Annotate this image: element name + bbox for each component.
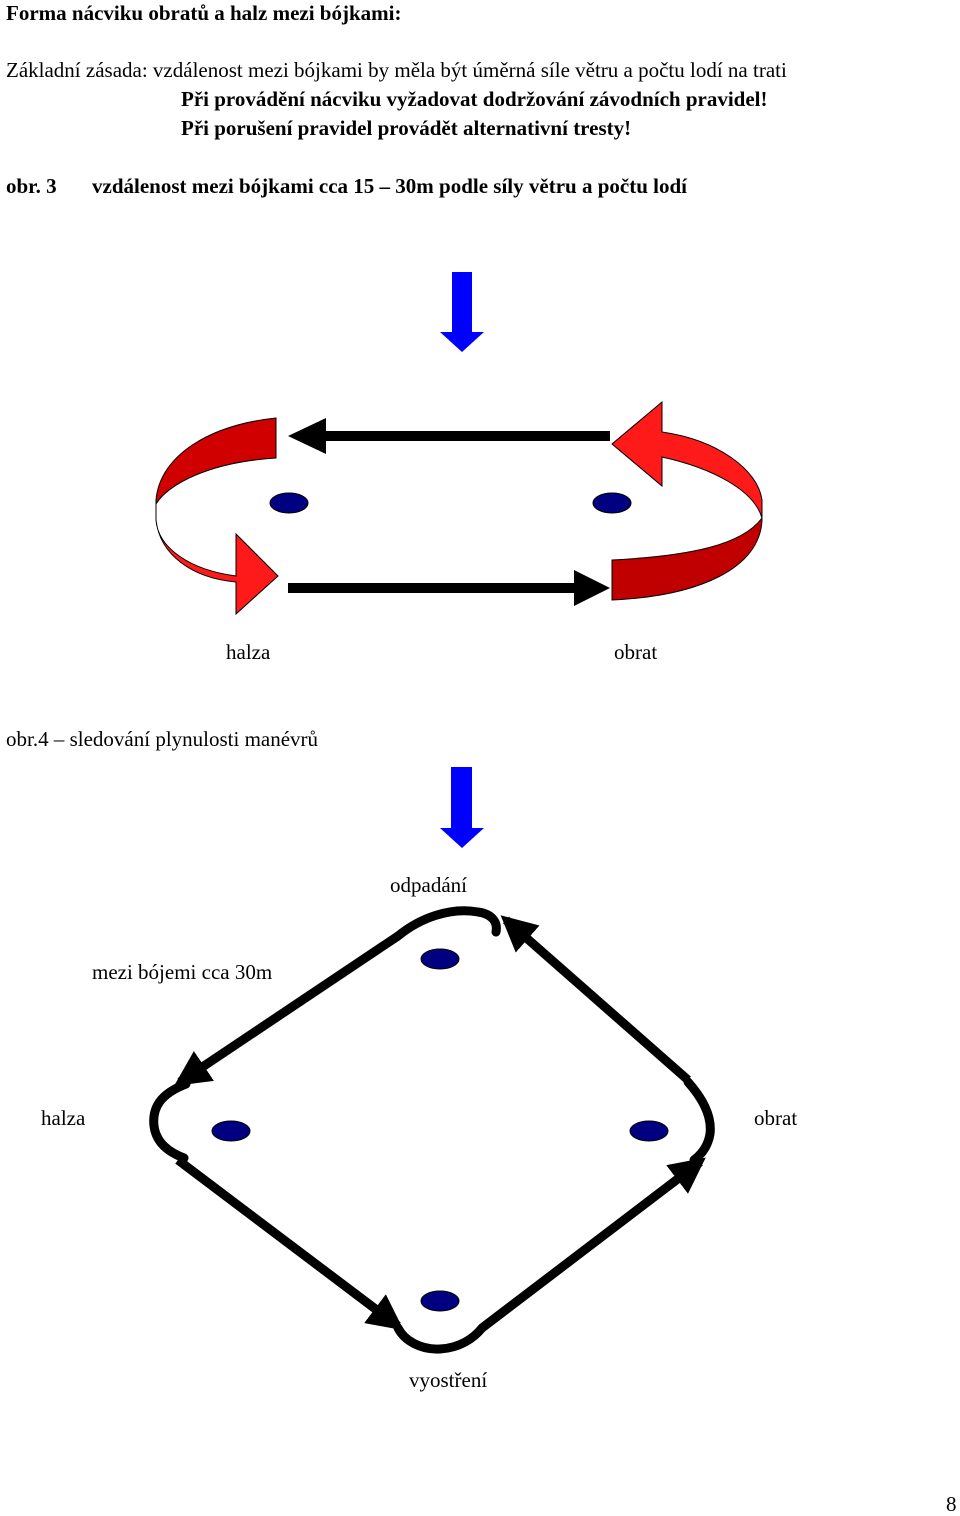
wind-arrow-icon xyxy=(440,767,484,848)
buoy-icon xyxy=(211,1120,251,1142)
leg-right-to-top-arrow xyxy=(500,915,691,1084)
figure4-gybe-label: halza xyxy=(41,1106,86,1130)
page-number: 8 xyxy=(946,1492,957,1516)
gybe-turn-arrow xyxy=(155,417,279,616)
bear-away-loop xyxy=(393,906,501,941)
head-up-loop xyxy=(393,1323,487,1354)
wind-arrow-icon xyxy=(440,272,484,352)
tack-loop xyxy=(683,1077,715,1165)
figure4-diagram xyxy=(149,767,715,1354)
figure3-diagram xyxy=(155,272,763,616)
buoy-icon xyxy=(592,492,632,514)
leg-left-to-bottom-arrow xyxy=(175,1156,404,1331)
gybe-loop xyxy=(149,1079,191,1163)
figure4-caption: obr.4 – sledování plynulosti manévrů xyxy=(6,727,319,751)
figure3-label: obr. 3 xyxy=(6,174,57,198)
intro-alternative-penalties: Při porušení pravidel provádět alternati… xyxy=(181,116,632,140)
leg-top-to-left-arrow xyxy=(174,932,401,1087)
buoy-icon xyxy=(269,492,309,514)
figure4-bear-away-label: odpadání xyxy=(390,873,467,897)
figure4-head-up-label: vyostření xyxy=(409,1368,488,1392)
buoy-icon xyxy=(420,1290,460,1312)
figure3-caption: vzdálenost mezi bójkami cca 15 – 30m pod… xyxy=(92,174,687,198)
tack-turn-arrow xyxy=(611,400,763,601)
leg-downwind-arrow xyxy=(288,570,610,606)
figure3-tack-label: obrat xyxy=(614,640,658,664)
figure4-tack-label: obrat xyxy=(754,1106,798,1130)
leg-upwind-arrow xyxy=(288,418,610,454)
leg-bottom-to-right-arrow xyxy=(479,1157,706,1332)
buoy-icon xyxy=(420,948,460,970)
intro-principle: Základní zásada: vzdálenost mezi bójkami… xyxy=(6,58,787,82)
figure3-gybe-label: halza xyxy=(226,640,271,664)
figure4-distance-label: mezi bójemi cca 30m xyxy=(92,960,273,984)
intro-rules-required: Při provádění nácviku vyžadovat dodržová… xyxy=(181,87,768,111)
page-heading: Forma nácviku obratů a halz mezi bójkami… xyxy=(6,1,402,25)
buoy-icon xyxy=(629,1120,669,1142)
